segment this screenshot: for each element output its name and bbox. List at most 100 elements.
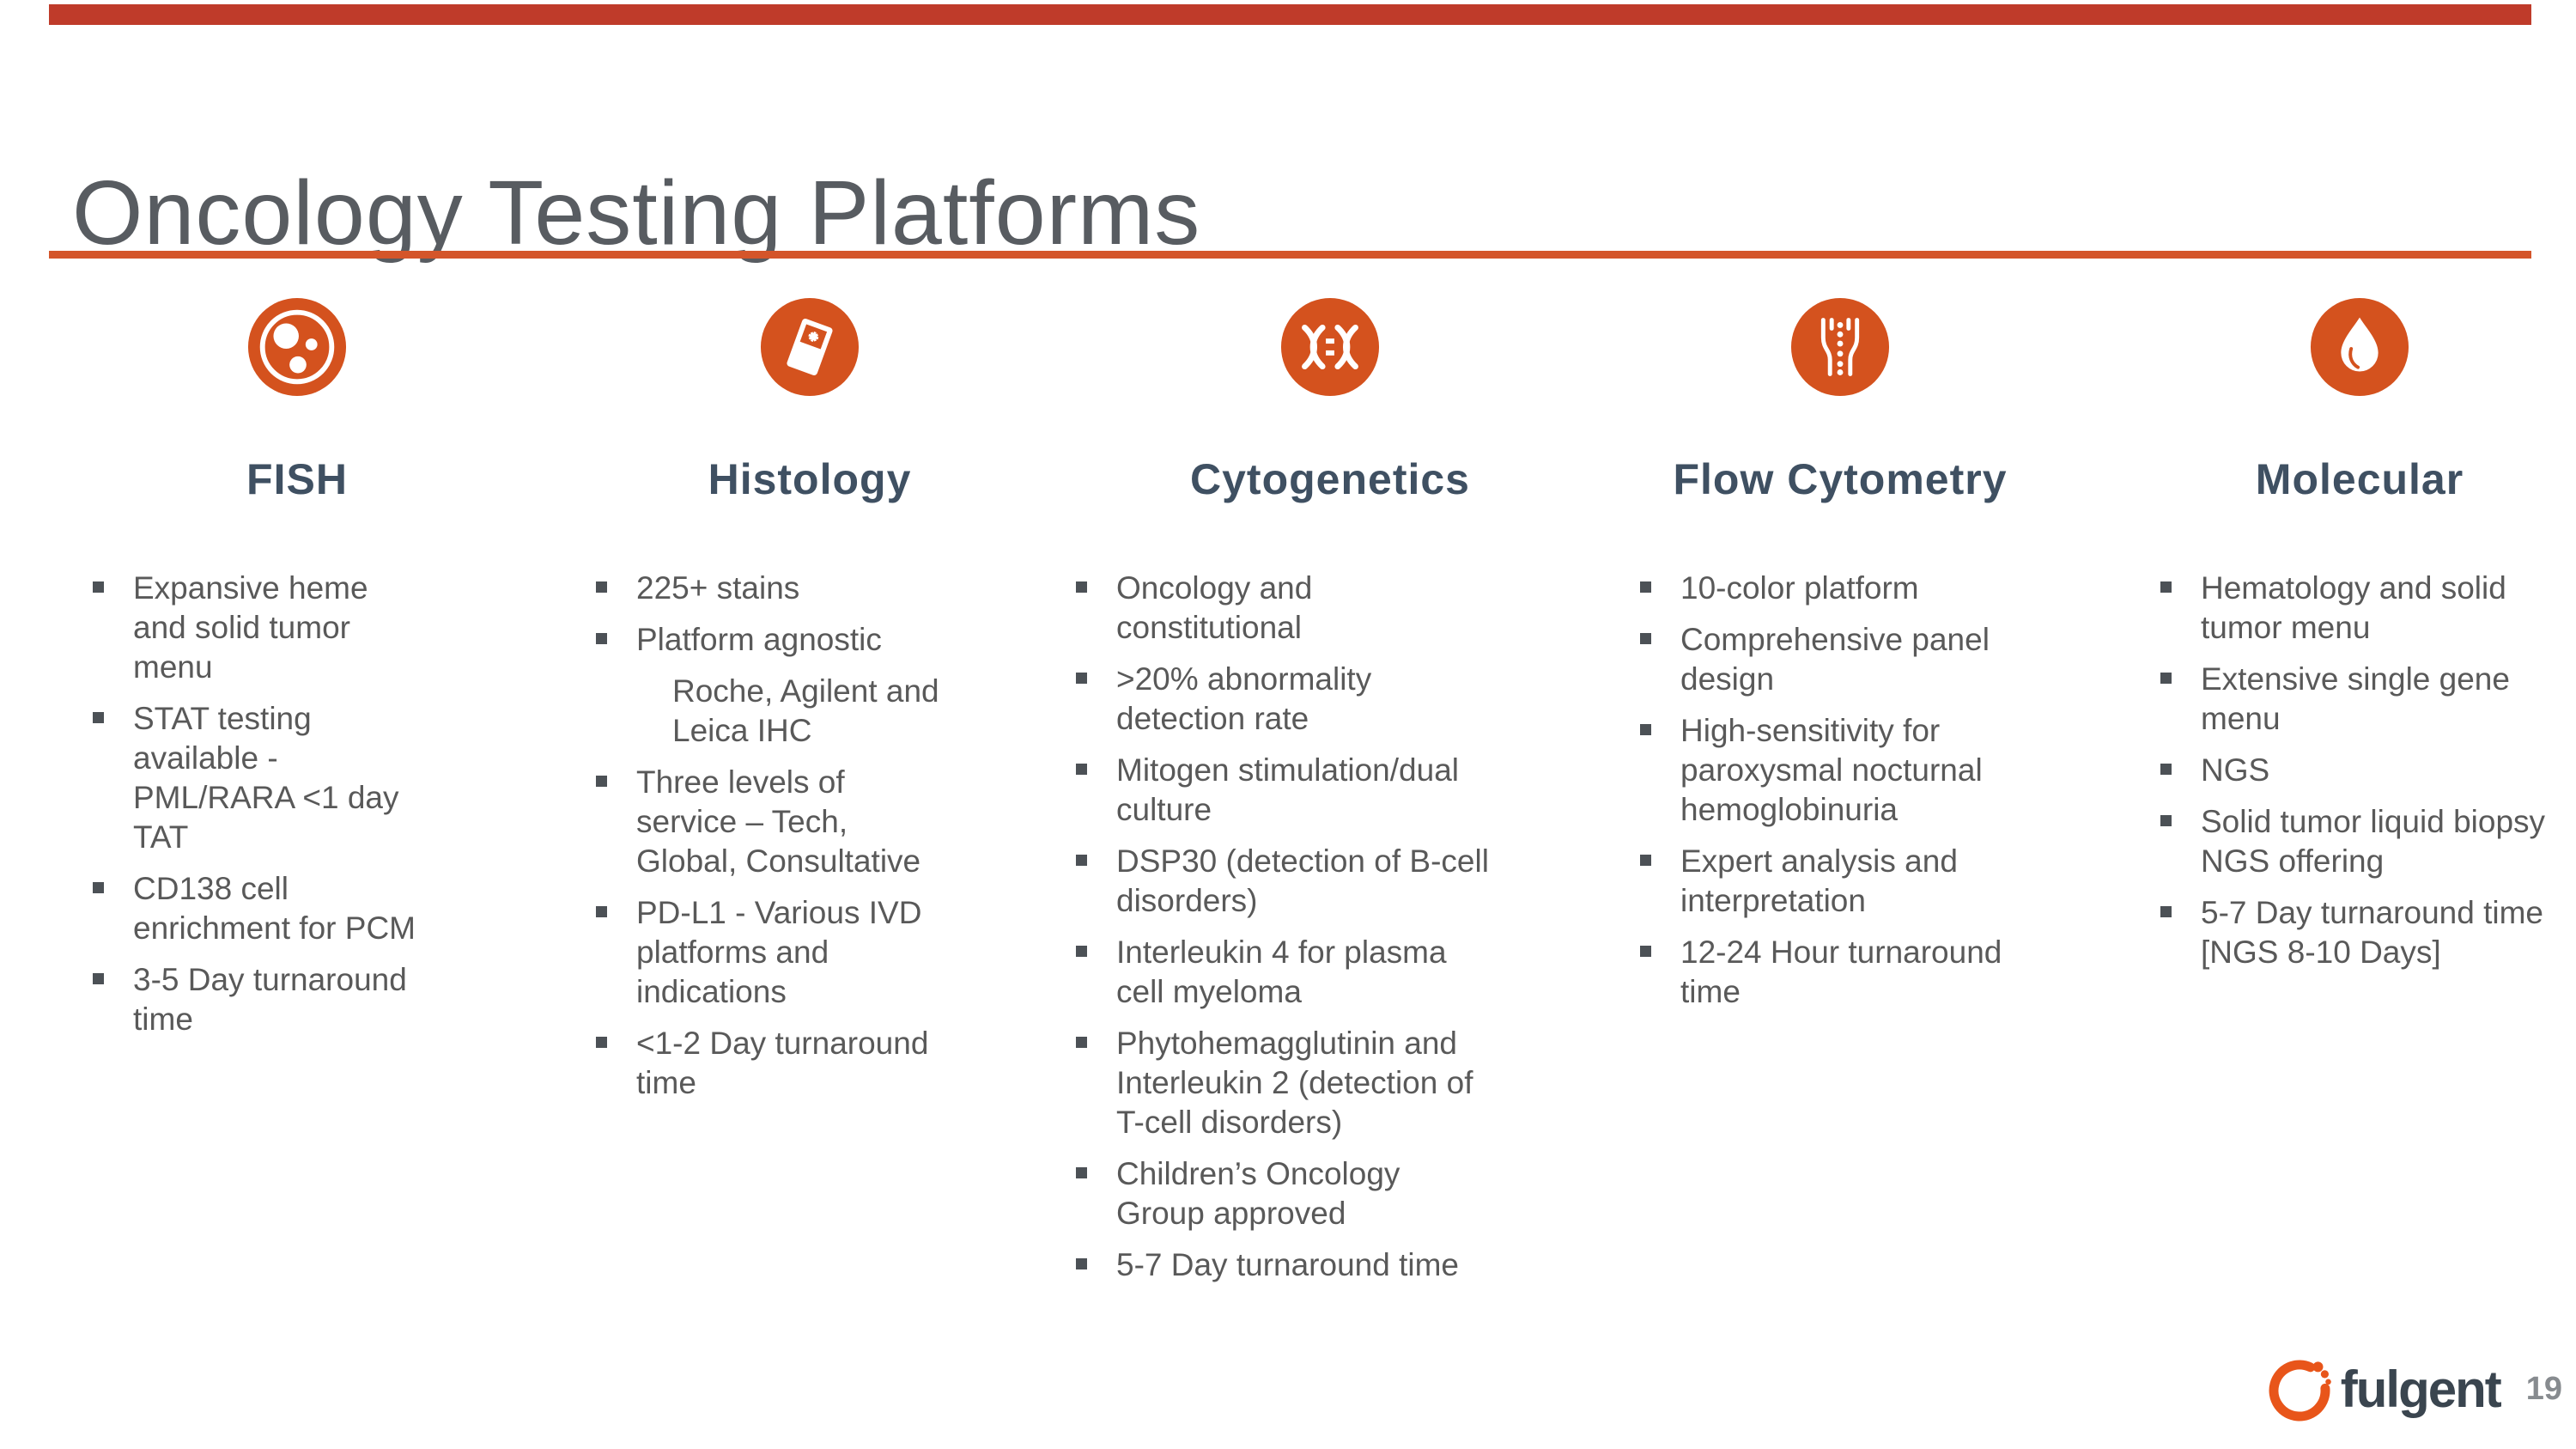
chromosomes-icon bbox=[1279, 296, 1381, 398]
column-title: Cytogenetics bbox=[1190, 455, 1470, 503]
fulgent-logo-text: fulgent bbox=[2340, 1360, 2502, 1418]
list-item-text: Roche, Agilent and Leica IHC bbox=[672, 673, 939, 748]
list-item: PD-L1 - Various IVD platforms and indica… bbox=[595, 893, 947, 1012]
column-molecular: Molecular Hematology and solid tumor men… bbox=[2160, 296, 2560, 984]
list-item-text: <1-2 Day turnaround time bbox=[636, 1026, 929, 1100]
list-item-text: Comprehensive panel design bbox=[1680, 622, 1990, 697]
list-item: STAT testing available - PML/RARA <1 day… bbox=[92, 699, 427, 857]
column-cytogenetics: Cytogenetics Oncology and constitutional… bbox=[1075, 296, 1585, 1297]
square-bullet-icon bbox=[1076, 764, 1087, 775]
square-bullet-icon bbox=[1640, 581, 1651, 593]
list-item: Comprehensive panel design bbox=[1639, 620, 2017, 699]
column-bullet-list: Oncology and constitutional >20% abnormal… bbox=[1075, 569, 1496, 1285]
sub-list-item: Roche, Agilent and Leica IHC bbox=[595, 672, 947, 751]
square-bullet-icon bbox=[1076, 855, 1087, 866]
list-item-text: Phytohemagglutinin and Interleukin 2 (de… bbox=[1116, 1026, 1473, 1140]
list-item: 5-7 Day turnaround time [NGS 8-10 Days] bbox=[2160, 893, 2546, 972]
title-divider-line bbox=[49, 251, 2531, 259]
list-item: NGS bbox=[2160, 751, 2546, 790]
square-bullet-icon bbox=[1076, 1258, 1087, 1269]
list-item-text: >20% abnormality detection rate bbox=[1116, 661, 1372, 736]
list-item: Expert analysis and interpretation bbox=[1639, 842, 2017, 921]
column-title: Molecular bbox=[2255, 455, 2464, 503]
fulgent-logo-icon bbox=[2265, 1353, 2337, 1425]
list-item: High-sensitivity for paroxysmal nocturna… bbox=[1639, 711, 2017, 830]
list-item-text: Solid tumor liquid biopsy NGS offering bbox=[2201, 804, 2546, 879]
square-bullet-icon bbox=[1640, 855, 1651, 866]
list-item-text: Mitogen stimulation/dual culture bbox=[1116, 752, 1459, 827]
list-item-text: 225+ stains bbox=[636, 570, 800, 606]
square-bullet-icon bbox=[93, 973, 104, 984]
square-bullet-icon bbox=[1076, 946, 1087, 957]
list-item: 225+ stains bbox=[595, 569, 947, 608]
list-item-text: Expansive heme and solid tumor menu bbox=[133, 570, 368, 685]
square-bullet-icon bbox=[1640, 946, 1651, 957]
list-item-text: Oncology and constitutional bbox=[1116, 570, 1313, 645]
list-item: <1-2 Day turnaround time bbox=[595, 1024, 947, 1103]
list-item-text: PD-L1 - Various IVD platforms and indica… bbox=[636, 895, 922, 1009]
list-item: >20% abnormality detection rate bbox=[1075, 660, 1496, 739]
square-bullet-icon bbox=[596, 906, 607, 917]
list-item-text: STAT testing available - PML/RARA <1 day… bbox=[133, 701, 399, 855]
flow-cell-icon bbox=[1789, 296, 1891, 398]
column-title: FISH bbox=[246, 455, 348, 503]
top-accent-bar bbox=[49, 4, 2531, 25]
square-bullet-icon bbox=[2160, 764, 2172, 775]
square-bullet-icon bbox=[2160, 581, 2172, 593]
page-title: Oncology Testing Platforms bbox=[72, 162, 1201, 265]
list-item-text: CD138 cell enrichment for PCM bbox=[133, 871, 416, 946]
list-item-text: 5-7 Day turnaround time bbox=[1116, 1247, 1459, 1282]
column-title: Histology bbox=[708, 455, 912, 503]
list-item-text: Expert analysis and interpretation bbox=[1680, 843, 1958, 918]
list-item: 12-24 Hour turnaround time bbox=[1639, 933, 2017, 1012]
list-item: Children’s Oncology Group approved bbox=[1075, 1154, 1496, 1233]
square-bullet-icon bbox=[2160, 906, 2172, 917]
list-item: Oncology and constitutional bbox=[1075, 569, 1496, 648]
square-bullet-icon bbox=[2160, 673, 2172, 684]
column-title: Flow Cytometry bbox=[1673, 455, 2008, 503]
square-bullet-icon bbox=[1640, 724, 1651, 735]
list-item-text: Three levels of service – Tech, Global, … bbox=[636, 764, 921, 879]
list-item-text: Children’s Oncology Group approved bbox=[1116, 1156, 1400, 1231]
list-item: Extensive single gene menu bbox=[2160, 660, 2546, 739]
slide-footer: fulgent 19 bbox=[2265, 1353, 2562, 1425]
droplet-icon bbox=[2309, 296, 2410, 398]
microscope-slide-icon bbox=[759, 296, 860, 398]
list-item-text: Interleukin 4 for plasma cell myeloma bbox=[1116, 935, 1447, 1009]
square-bullet-icon bbox=[2160, 815, 2172, 826]
list-item: Mitogen stimulation/dual culture bbox=[1075, 751, 1496, 830]
square-bullet-icon bbox=[596, 776, 607, 787]
list-item-text: Extensive single gene menu bbox=[2201, 661, 2510, 736]
list-item: 3-5 Day turnaround time bbox=[92, 960, 427, 1039]
list-item-text: 5-7 Day turnaround time [NGS 8-10 Days] bbox=[2201, 895, 2543, 970]
list-item-text: NGS bbox=[2201, 752, 2270, 788]
list-item: Hematology and solid tumor menu bbox=[2160, 569, 2546, 648]
list-item-text: High-sensitivity for paroxysmal nocturna… bbox=[1680, 713, 1983, 827]
list-item-text: 10-color platform bbox=[1680, 570, 1919, 606]
list-item: 5-7 Day turnaround time bbox=[1075, 1245, 1496, 1285]
column-fish: FISH Expansive heme and solid tumor menu… bbox=[92, 296, 502, 1051]
square-bullet-icon bbox=[1076, 673, 1087, 684]
square-bullet-icon bbox=[1640, 633, 1651, 644]
list-item: Three levels of service – Tech, Global, … bbox=[595, 763, 947, 881]
square-bullet-icon bbox=[93, 882, 104, 893]
list-item: CD138 cell enrichment for PCM bbox=[92, 869, 427, 948]
square-bullet-icon bbox=[596, 581, 607, 593]
list-item: Interleukin 4 for plasma cell myeloma bbox=[1075, 933, 1496, 1012]
square-bullet-icon bbox=[93, 581, 104, 593]
list-item: Phytohemagglutinin and Interleukin 2 (de… bbox=[1075, 1024, 1496, 1142]
square-bullet-icon bbox=[93, 712, 104, 723]
list-item-text: Platform agnostic bbox=[636, 622, 882, 657]
square-bullet-icon bbox=[1076, 1037, 1087, 1048]
list-item-text: Hematology and solid tumor menu bbox=[2201, 570, 2506, 645]
square-bullet-icon bbox=[1076, 581, 1087, 593]
list-item: DSP30 (detection of B-cell disorders) bbox=[1075, 842, 1496, 921]
list-item: 10-color platform bbox=[1639, 569, 2017, 608]
list-item: Expansive heme and solid tumor menu bbox=[92, 569, 427, 687]
